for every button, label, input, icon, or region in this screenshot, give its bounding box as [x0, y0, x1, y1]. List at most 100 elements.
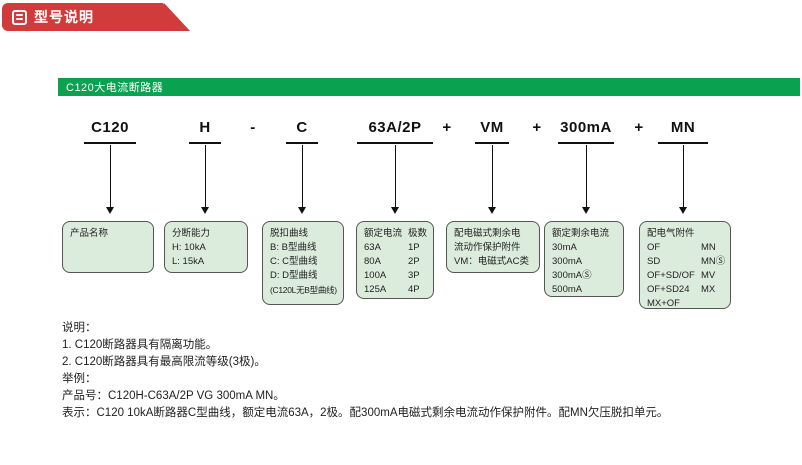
box-line: D: D型曲线	[270, 270, 318, 281]
arrow-line	[301, 145, 303, 207]
model-segment-label: -	[250, 119, 256, 136]
box-line: 500mA	[552, 284, 583, 295]
note-line: 2. C120断路器具有最高限流等级(3极)。	[62, 356, 266, 368]
model-segment-label: VM	[480, 119, 504, 136]
cell-acc-right: MN	[701, 242, 716, 253]
note-line: 1. C120断路器具有隔离功能。	[62, 339, 218, 351]
box-line: 流动作保护附件	[454, 242, 521, 253]
header-ribbon-body: 型号说明	[2, 3, 164, 31]
box-line: H: 10kA	[172, 242, 206, 253]
model-segment-current-poles: 63A/2P	[335, 118, 455, 214]
segment-underline	[357, 142, 433, 144]
arrow-line	[682, 145, 684, 207]
box-electrical-accessories: 配电气附件 OF MN SD MNⓈ OF+SD/OF MV OF+SD24 M…	[639, 221, 731, 309]
model-segment-label: +	[532, 119, 542, 136]
segment-underline	[558, 142, 614, 144]
table-row: 125A 4P	[364, 283, 426, 297]
model-segment-label: C120	[91, 119, 129, 136]
arrow-down-icon	[679, 207, 687, 214]
box-title: 分断能力	[172, 228, 211, 239]
arrow-line	[204, 145, 206, 207]
model-segment-curve: C	[242, 118, 362, 214]
table-row: 100A 3P	[364, 269, 426, 283]
col-rated-current: 额定电流	[364, 228, 403, 239]
cell-current: 63A	[364, 242, 381, 253]
arrow-down-icon	[488, 207, 496, 214]
example-product-number: 产品号：C120H-C63A/2P VG 300mA MN。	[62, 390, 285, 402]
arrow-down-icon	[582, 207, 590, 214]
model-segment-accessory: MN	[623, 118, 743, 214]
model-segment-label: H	[199, 119, 211, 136]
box-line: (C120L无B型曲线)	[270, 285, 337, 295]
segment-underline	[658, 142, 708, 144]
page-title: 型号说明	[34, 9, 94, 25]
model-segment-label: 300mA	[560, 119, 612, 136]
table-row: OF+SD/OF MV	[647, 269, 723, 283]
model-segment-label: 63A/2P	[368, 119, 422, 136]
cell-current: 125A	[364, 284, 387, 295]
model-separator-plus: +	[477, 118, 597, 138]
box-header-row: 额定电流 极数	[364, 227, 428, 241]
table-row: 80A 2P	[364, 255, 426, 269]
box-line: 300mA	[552, 256, 583, 267]
example-heading: 举例：	[62, 373, 97, 385]
segment-underline	[475, 142, 509, 144]
cell-acc-left: MX+OF	[647, 298, 680, 309]
arrow-line	[394, 145, 396, 207]
cell-acc-right: MX	[701, 284, 716, 295]
model-segment-label: +	[634, 119, 644, 136]
box-line: C: C型曲线	[270, 256, 318, 267]
header-ribbon-tail	[164, 3, 190, 31]
box-line: 30mA	[552, 242, 577, 253]
box-vm-accessory: 配电磁式剩余电 流动作保护附件 VM：电磁式AC类	[446, 221, 540, 273]
box-title: 额定剩余电流	[552, 228, 610, 239]
box-line: 配电磁式剩余电	[454, 228, 521, 239]
model-separator-plus: +	[579, 118, 699, 138]
cell-acc-left: OF+SD24	[647, 284, 690, 295]
table-row: MX+OF	[647, 297, 723, 311]
model-segment-series: C120	[50, 118, 170, 214]
cell-acc-left: OF+SD/OF	[647, 270, 695, 281]
table-row: SD MNⓈ	[647, 255, 726, 269]
arrow-down-icon	[298, 207, 306, 214]
cell-poles: 4P	[408, 284, 420, 295]
box-rated-current-poles: 额定电流 极数 63A 1P 80A 2P 100A 3P 125A 4P	[356, 221, 434, 299]
section-bar: C120大电流断路器	[58, 78, 800, 96]
model-segment-label: +	[442, 119, 452, 136]
model-separator-plus: +	[387, 118, 507, 138]
cell-current: 80A	[364, 256, 381, 267]
segment-underline	[286, 142, 318, 144]
box-title: 脱扣曲线	[270, 228, 309, 239]
box-breaking-capacity: 分断能力 H: 10kA L: 15kA	[164, 221, 248, 273]
arrow-line	[491, 145, 493, 207]
box-line: VM：电磁式AC类	[454, 256, 529, 267]
cell-poles: 3P	[408, 270, 420, 281]
box-rated-residual-current: 额定剩余电流 30mA 300mA 300mAⓈ 500mA	[544, 221, 624, 297]
box-trip-curve: 脱扣曲线 B: B型曲线 C: C型曲线 D: D型曲线 (C120L无B型曲线…	[262, 221, 344, 305]
arrow-down-icon	[106, 207, 114, 214]
model-segment-residual-current: 300mA	[526, 118, 646, 214]
model-segment-breaking-capacity: H	[145, 118, 265, 214]
table-row: OF+SD24 MX	[647, 283, 723, 297]
model-segment-vm: VM	[432, 118, 552, 214]
arrow-line	[109, 145, 111, 207]
section-title: C120大电流断路器	[66, 82, 164, 94]
segment-underline	[84, 142, 136, 144]
document-icon	[12, 9, 27, 25]
cell-acc-right: MV	[701, 270, 716, 281]
box-line: B: B型曲线	[270, 242, 317, 253]
cell-acc-right: MNⓈ	[701, 256, 726, 267]
cell-acc-left: SD	[647, 256, 661, 267]
cell-acc-left: OF	[647, 242, 661, 253]
col-poles: 极数	[408, 228, 428, 239]
arrow-line	[585, 145, 587, 207]
table-row: OF MN	[647, 241, 723, 255]
arrow-down-icon	[391, 207, 399, 214]
cell-poles: 1P	[408, 242, 420, 253]
table-row: 63A 1P	[364, 241, 426, 255]
segment-underline	[189, 142, 221, 144]
notes-block: 说明： 1. C120断路器具有隔离功能。 2. C120断路器具有最高限流等级…	[62, 320, 800, 422]
notes-heading: 说明：	[62, 322, 97, 334]
model-segment-label: C	[296, 119, 308, 136]
cell-poles: 2P	[408, 256, 420, 267]
